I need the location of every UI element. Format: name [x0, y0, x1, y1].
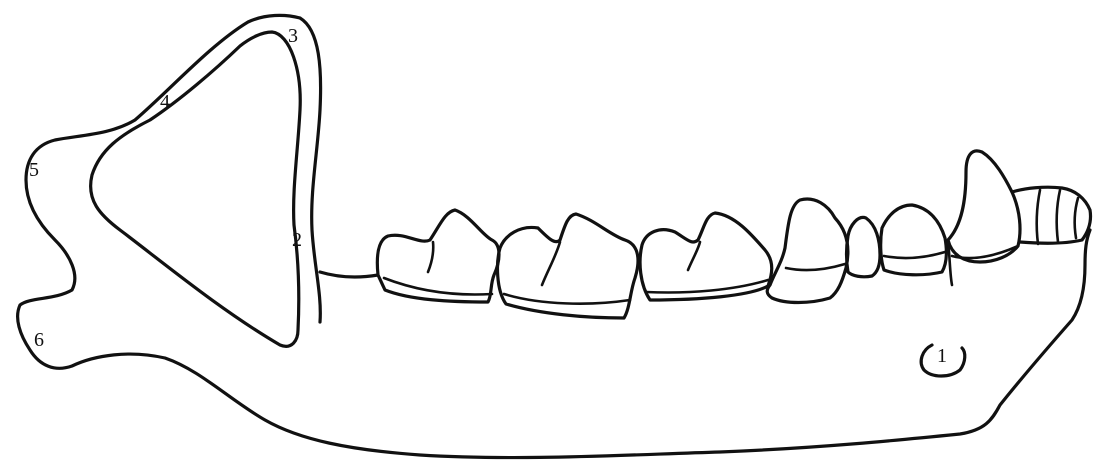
premolar-4 [767, 199, 848, 302]
incisors [1012, 187, 1091, 243]
molar-3-base [384, 278, 492, 294]
mandible-outline [18, 15, 1090, 457]
molar-3 [377, 210, 499, 302]
premolar-3 [847, 217, 881, 276]
molar-2-base [504, 294, 630, 304]
label-6: 6 [34, 329, 44, 351]
label-3: 3 [288, 25, 298, 47]
molar-1-cusp [688, 242, 700, 270]
alveolar-margin [320, 272, 378, 277]
label-4: 4 [160, 91, 170, 113]
label-5: 5 [29, 159, 39, 181]
masseteric-fossa-outline [91, 32, 301, 346]
molar-1-base [646, 280, 768, 293]
incisor-divider-2 [1057, 190, 1060, 242]
incisor-divider-3 [1075, 198, 1078, 238]
ramus-posterior-edge [300, 18, 321, 322]
premolar-4-base [786, 264, 845, 270]
molar-1 [640, 213, 772, 300]
premolar-2-base [884, 252, 945, 258]
molar-3-cusp [428, 242, 433, 272]
incisor-divider-1 [1037, 190, 1040, 244]
premolar-2 [881, 205, 947, 275]
label-2: 2 [292, 229, 302, 251]
label-1: 1 [937, 345, 947, 367]
molar-2-cusp [542, 242, 560, 285]
canine [948, 151, 1020, 262]
